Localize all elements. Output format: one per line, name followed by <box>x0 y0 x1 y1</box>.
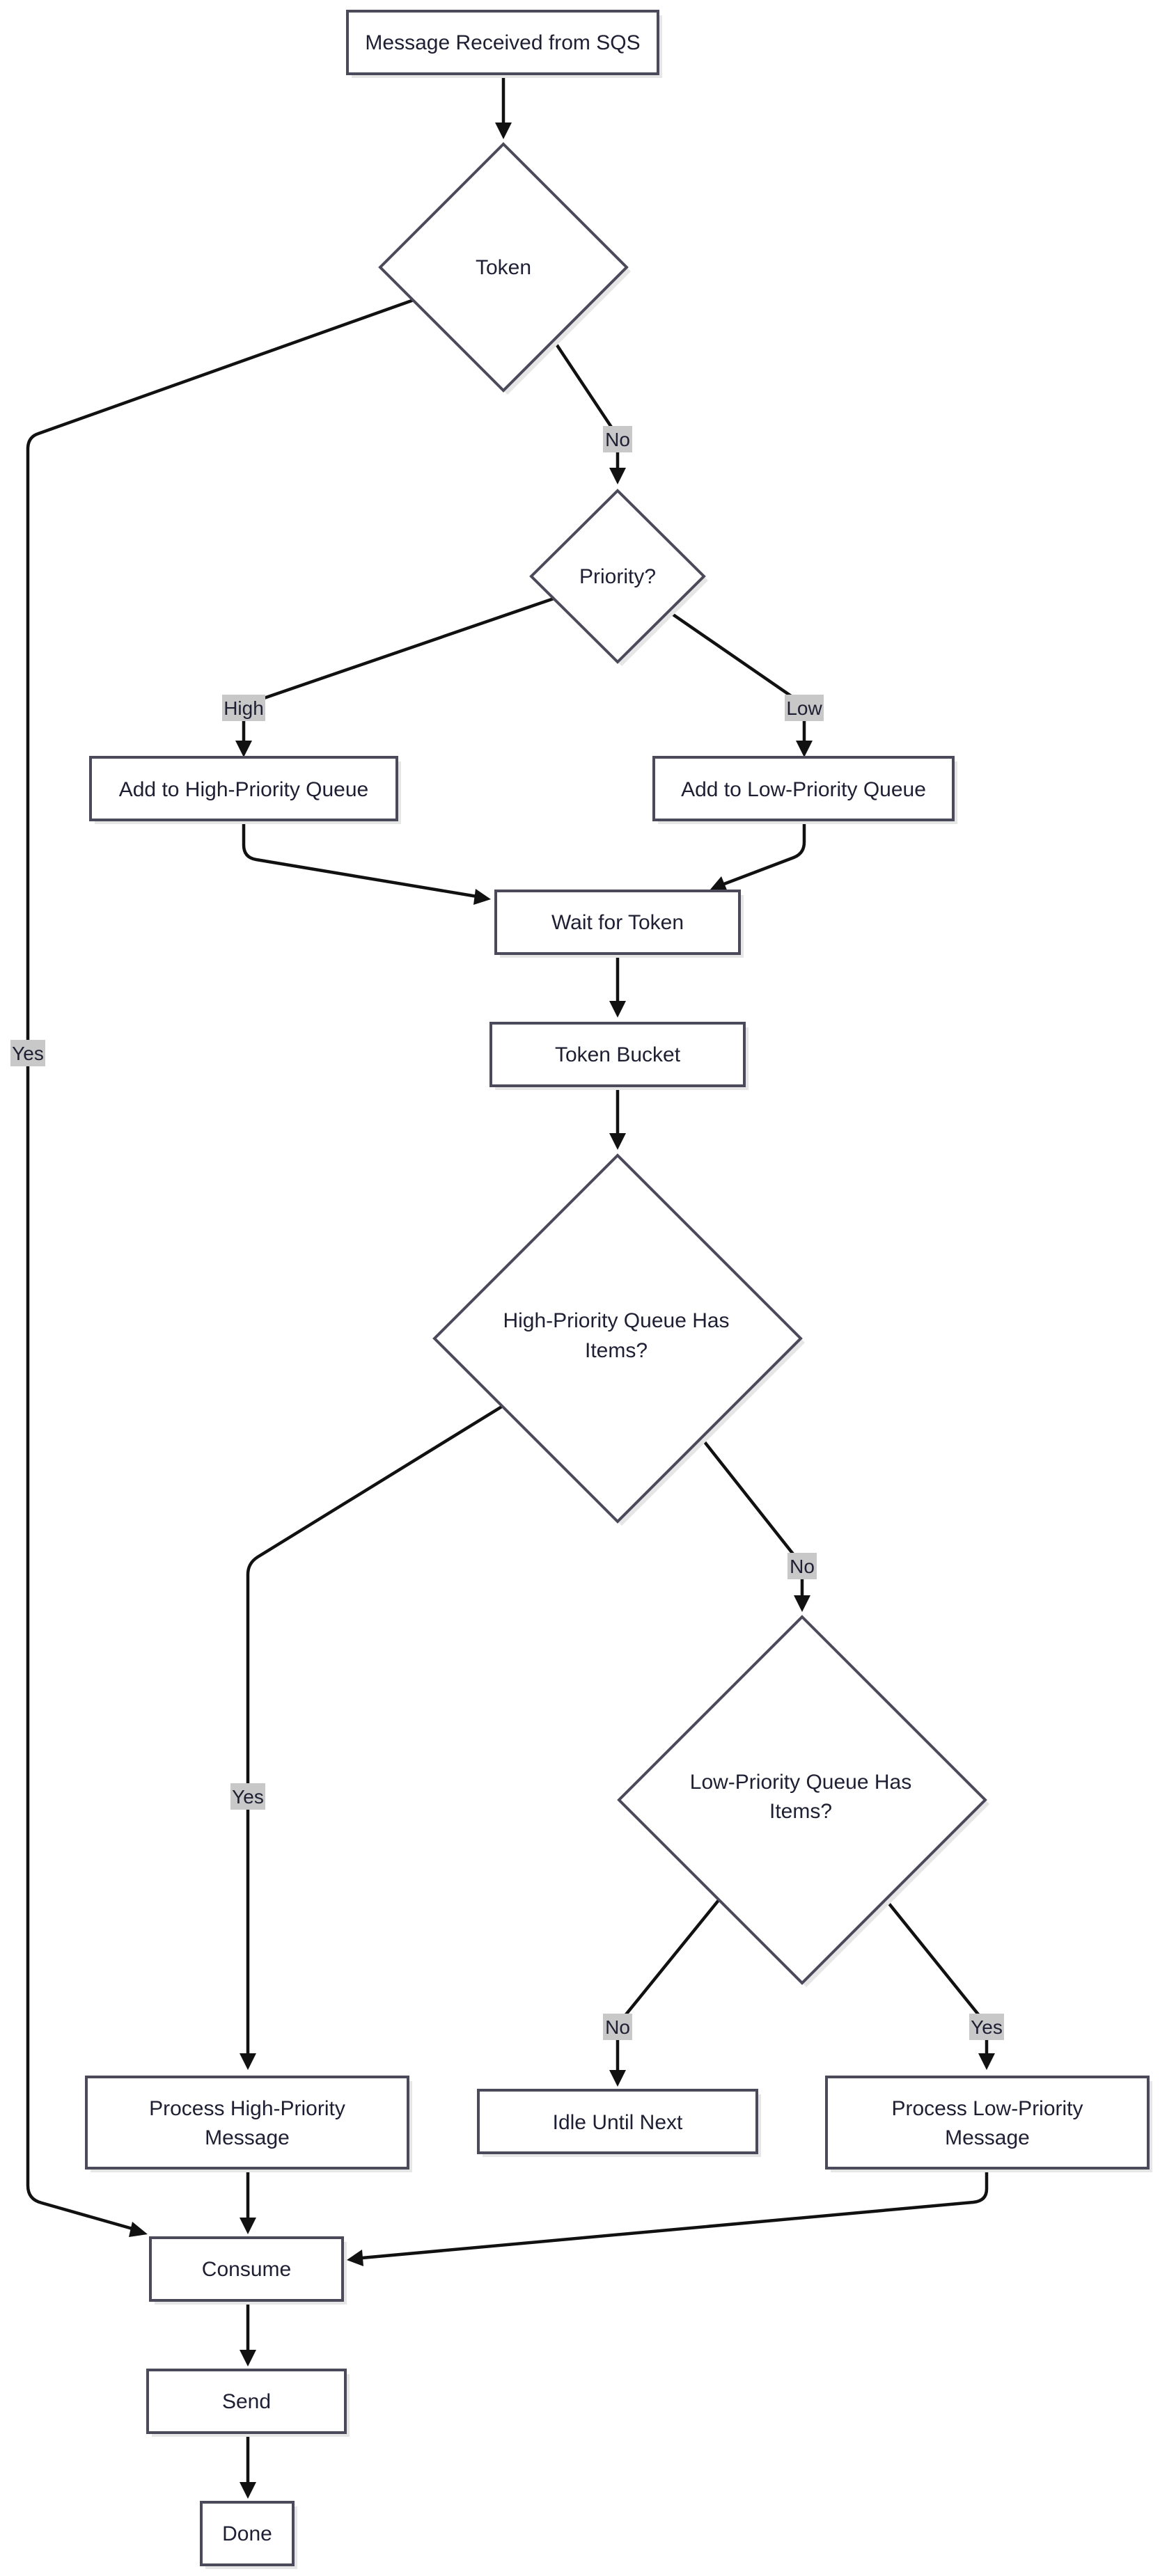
edge-process-low-to-consume <box>361 2168 989 2260</box>
arrowhead-icon <box>240 2350 256 2366</box>
node-idle-until-next: Idle Until Next <box>477 2089 761 2157</box>
edge-label-token-no: No <box>605 429 630 450</box>
node-consume: Consume <box>149 2236 347 2305</box>
edge-lp-no-to-idle <box>616 1895 723 2071</box>
edge-label-priority-high: High <box>224 697 264 719</box>
edge-token-yes-to-consume <box>26 298 414 2231</box>
arrowhead-icon <box>609 2070 626 2087</box>
arrowhead-icon <box>240 2053 256 2070</box>
node-done: Done <box>200 2501 297 2569</box>
node-label: Idle Until Next <box>553 2111 683 2134</box>
edge-labels: Yes No High Low Yes No No Yes <box>10 426 1004 2040</box>
node-label: Consume <box>202 2258 291 2281</box>
node-add-low-priority: Add to Low-Priority Queue <box>652 756 957 824</box>
node-label: High-Priority Queue Has <box>503 1309 729 1332</box>
edge-label-token-yes: Yes <box>12 1043 44 1064</box>
node-label: Process Low-Priority <box>891 2097 1083 2120</box>
arrowhead-icon <box>609 468 626 484</box>
node-wait-for-token: Wait for Token <box>494 890 744 958</box>
arrowhead-icon <box>794 1595 810 1612</box>
node-label: Token Bucket <box>555 1043 681 1066</box>
node-label: Token <box>476 256 531 279</box>
node-process-low-priority: Process Low-Priority Message <box>825 2076 1152 2172</box>
arrowhead-icon <box>240 2218 256 2234</box>
node-label: Priority? <box>579 565 656 588</box>
node-label: Send <box>222 2390 271 2413</box>
node-label: Process High-Priority <box>149 2097 345 2120</box>
node-label: Add to Low-Priority Queue <box>681 778 926 801</box>
edge-label-lp-yes: Yes <box>971 2016 1003 2038</box>
arrowhead-icon <box>978 2053 995 2070</box>
arrowhead-icon <box>129 2222 148 2237</box>
edge-label-hp-yes: Yes <box>232 1786 264 1808</box>
node-add-high-priority: Add to High-Priority Queue <box>89 756 401 824</box>
nodes: Message Received from SQS Token Priority… <box>85 10 1152 2569</box>
decision-priority: Priority? <box>529 489 708 666</box>
node-label: Items? <box>769 1800 832 1823</box>
edge-priority-low-to-add-low <box>666 609 806 741</box>
arrowhead-icon <box>710 876 728 892</box>
arrowhead-icon <box>473 889 491 905</box>
node-label: Done <box>222 2522 272 2545</box>
node-label: Message <box>205 2126 290 2149</box>
arrowhead-icon <box>609 1001 626 1018</box>
arrowhead-icon <box>235 741 252 757</box>
arrowhead-icon <box>609 1133 626 1150</box>
edge-label-priority-low: Low <box>786 697 822 719</box>
edge-add-high-to-wait <box>242 820 478 899</box>
edge-priority-high-to-add-high <box>242 595 558 741</box>
node-label: Add to High-Priority Queue <box>119 778 369 801</box>
node-message-received: Message Received from SQS <box>346 10 662 78</box>
node-token-bucket: Token Bucket <box>489 1022 748 1090</box>
node-label: Wait for Token <box>551 911 684 934</box>
node-label: Message Received from SQS <box>365 31 640 54</box>
edge-hp-yes-to-process-high <box>246 1402 508 2053</box>
edge-label-hp-no: No <box>790 1556 815 1577</box>
edge-label-lp-no: No <box>605 2016 630 2038</box>
decision-low-priority-queue: Low-Priority Queue Has Items? <box>617 1615 989 1987</box>
node-send: Send <box>146 2369 350 2437</box>
node-label: Low-Priority Queue Has <box>690 1771 911 1794</box>
edge-hp-no-to-lp-check <box>698 1435 804 1597</box>
arrowhead-icon <box>796 741 813 757</box>
node-process-high-priority: Process High-Priority Message <box>85 2076 412 2172</box>
decision-token: Token <box>378 142 631 395</box>
arrowhead-icon <box>240 2482 256 2499</box>
arrowhead-icon <box>495 123 512 139</box>
node-label: Message <box>945 2126 1030 2149</box>
arrowhead-icon <box>347 2250 363 2266</box>
edge-add-low-to-wait <box>723 820 806 886</box>
decision-high-priority-queue: High-Priority Queue Has Items? <box>432 1153 805 1526</box>
node-label: Items? <box>585 1339 648 1362</box>
